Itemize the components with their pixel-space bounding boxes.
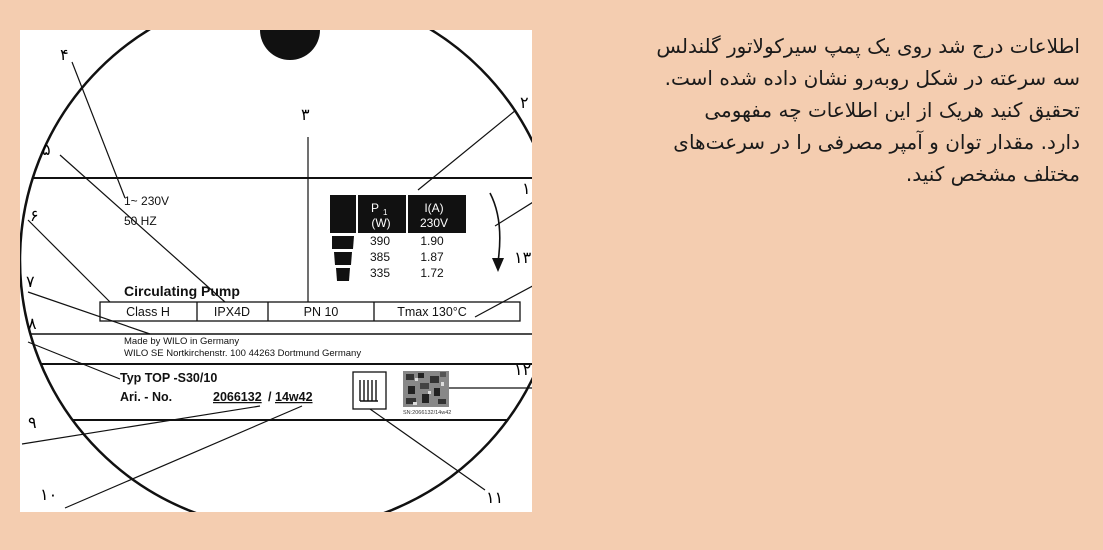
art-date: 14w42 <box>275 390 313 404</box>
art-separator: / <box>268 390 272 404</box>
class-label: Class H <box>126 305 170 319</box>
serial-label: SN:2066132/14w42 <box>403 410 451 416</box>
row-3-power: 335 <box>370 266 390 280</box>
header-power-sub: 1 <box>383 208 388 217</box>
art-label: Ari. - No. <box>120 390 172 404</box>
callout-8: ۸ <box>28 314 37 333</box>
header-current: I(A) <box>424 201 443 215</box>
row-3-current: 1.72 <box>420 266 444 280</box>
header-power: P <box>371 201 379 215</box>
callout-9: ۹ <box>28 413 37 432</box>
mark-box <box>352 371 387 410</box>
protection-label: IPX4D <box>214 305 250 319</box>
address-label: WILO SE Nortkirchenstr. 100 44263 Dortmu… <box>124 348 361 359</box>
rotation-arrow-head <box>492 258 504 272</box>
callout-11: ۱۱ <box>486 488 503 507</box>
callout-2: ۲ <box>520 93 529 112</box>
made-by-label: Made by WILO in Germany <box>124 336 239 347</box>
nameplate-notch <box>260 30 320 60</box>
art-number: 2066132 <box>213 390 262 404</box>
description-line-1: اطلاعات درج شد روی یک پمپ سیرکولاتور گلن… <box>656 34 1080 58</box>
mark-bars-icon <box>359 380 378 402</box>
callout-12: ۱۲ <box>514 360 531 379</box>
callout-10: ۱۰ <box>40 485 57 504</box>
tmax-label: Tmax 130°C <box>397 305 467 319</box>
pump-nameplate-figure: P 1 (W) I(A) 230V 390 1.90 385 1.87 335 … <box>20 30 532 512</box>
description-line-2: سه سرعته در شکل روبه‌رو نشان داده شده اس… <box>664 66 1080 90</box>
callout-6: ۶ <box>30 206 39 225</box>
pump-title: Circulating Pump <box>124 283 240 299</box>
callout-1: ۱ <box>522 179 531 198</box>
row-1-current: 1.90 <box>420 234 444 248</box>
voltage-label: 1~ 230V <box>124 194 169 208</box>
callout-4: ۴ <box>60 45 69 64</box>
nameplate-outline <box>20 30 532 512</box>
row-2-power: 385 <box>370 250 390 264</box>
header-current-unit: 230V <box>420 216 448 230</box>
description-line-3: تحقیق کنید هریک از این اطلاعات چه مفهومی <box>704 98 1080 122</box>
callout-5: ۵ <box>42 140 51 159</box>
frequency-label: 50 HZ <box>124 214 157 228</box>
datamatrix-code <box>403 371 449 407</box>
callout-3: ۳ <box>301 105 310 124</box>
pressure-label: PN 10 <box>304 305 339 319</box>
row-2-current: 1.87 <box>420 250 444 264</box>
callout-7: ۷ <box>26 272 35 291</box>
row-1-power: 390 <box>370 234 390 248</box>
type-label: Typ TOP -S30/10 <box>120 371 217 385</box>
callout-13: ۱۳ <box>514 248 532 267</box>
description-line-4: دارد. مقدار توان و آمپر مصرفی را در سرعت… <box>673 130 1080 154</box>
description-line-5: مختلف مشخص کنید. <box>905 162 1080 186</box>
header-power-unit: (W) <box>371 216 390 230</box>
description-text: اطلاعات درج شد روی یک پمپ سیرکولاتور گلن… <box>560 30 1080 190</box>
